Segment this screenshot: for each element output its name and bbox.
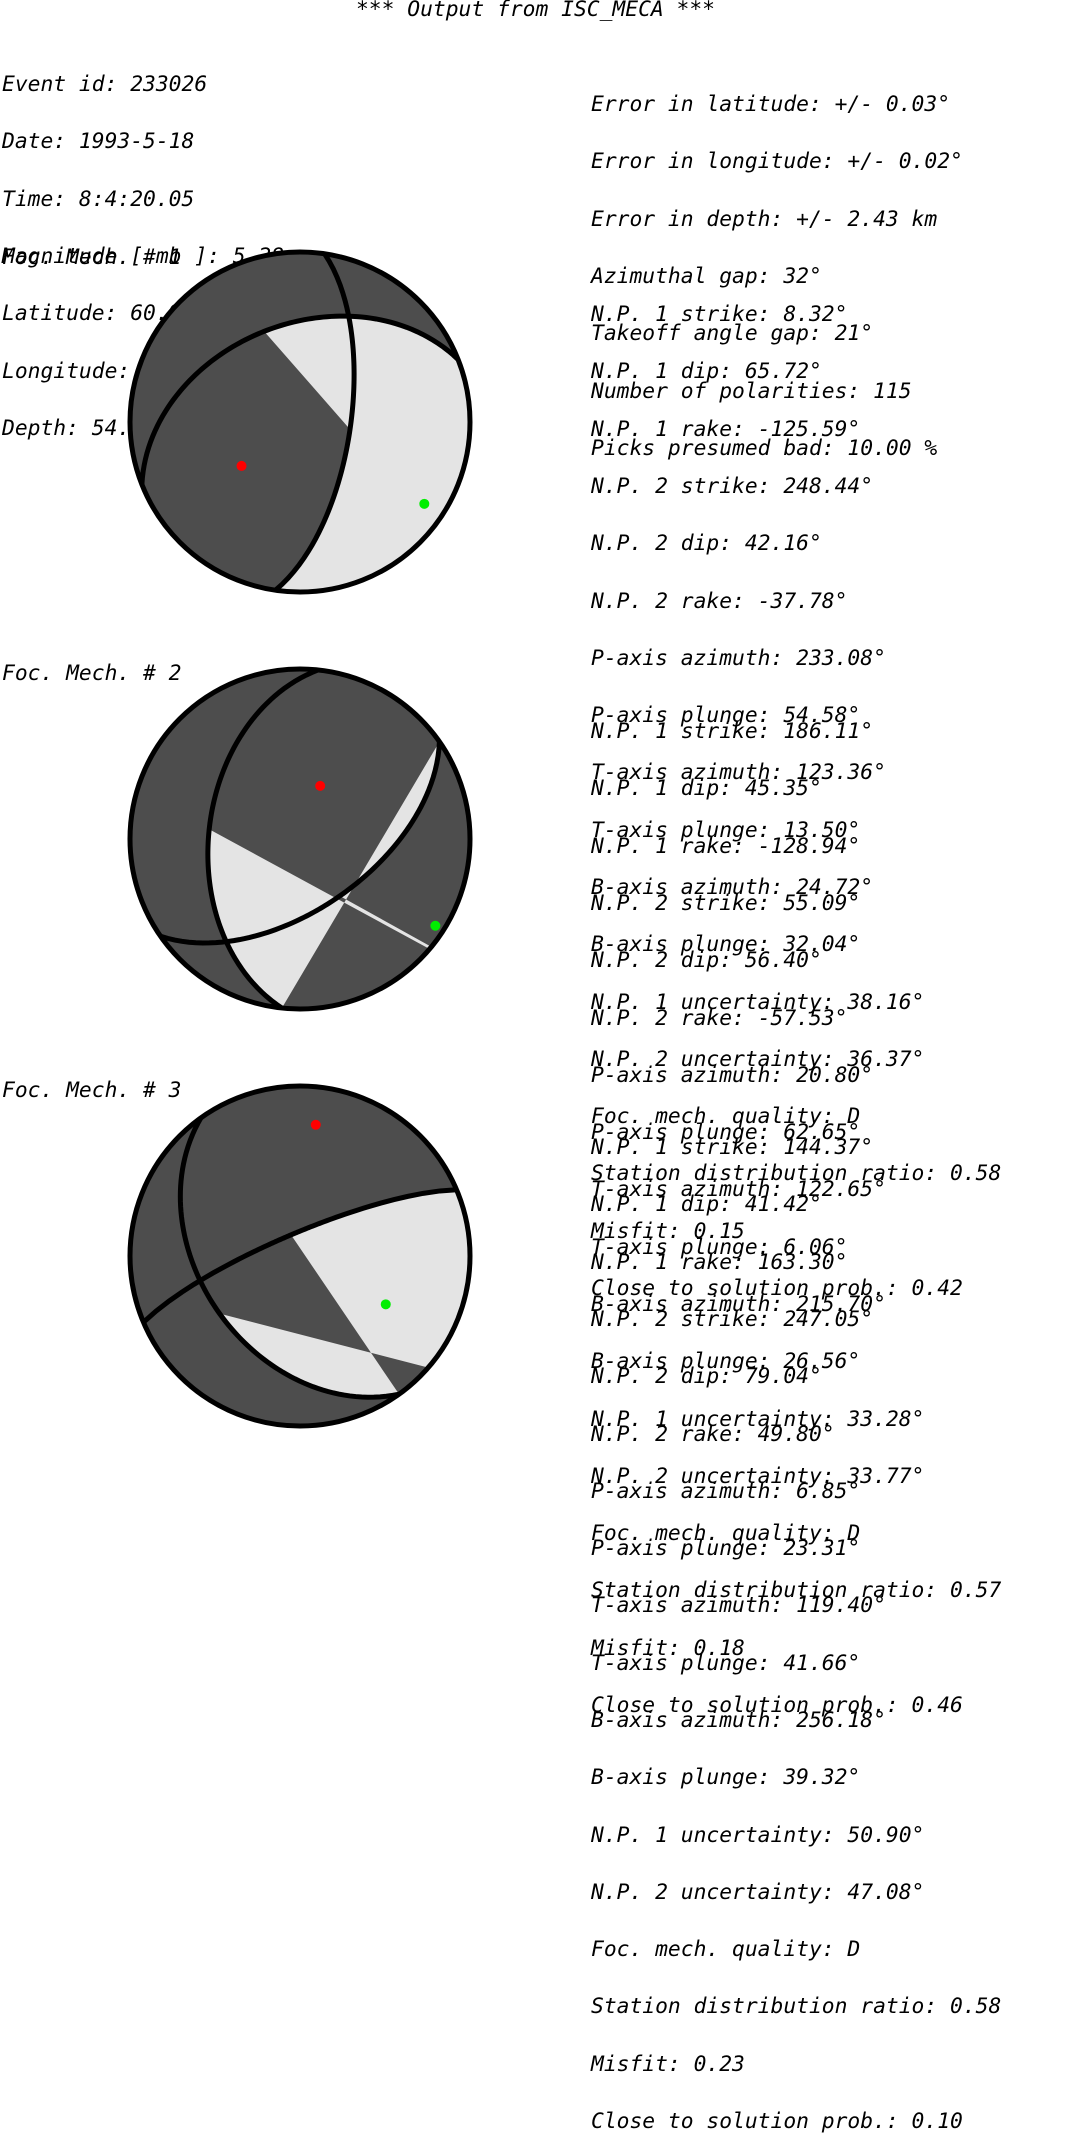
p-axis-azimuth: P-axis azimuth: 233.08° <box>591 645 886 671</box>
dilatational-field <box>219 1189 470 1401</box>
np2-uncertainty: N.P. 2 uncertainty: 47.08° <box>591 1879 925 1905</box>
event-id: Event id: 233026 <box>2 72 208 98</box>
error-depth: Error in depth: +/- 2.43 km <box>591 206 938 232</box>
event-magnitude: Magnitude [ mb ]: 5.28 <box>2 244 285 270</box>
t-axis-marker <box>380 1299 391 1310</box>
np1-strike: N.P. 1 strike: 186.11° <box>591 719 874 745</box>
error-latitude: Error in latitude: +/- 0.03° <box>591 92 951 118</box>
mech-label-3: Foc. Mech. # 3 <box>2 1078 182 1103</box>
np2-rake: N.P. 2 rake: -57.53° <box>591 1005 848 1031</box>
nodal-plane-2 <box>159 741 442 946</box>
np2-rake: N.P. 2 rake: -37.78° <box>591 588 848 614</box>
t-axis-plunge: T-axis plunge: 6.06° <box>591 1234 848 1260</box>
nodal-plane-2 <box>141 1187 457 1325</box>
np2-strike: N.P. 2 strike: 55.09° <box>591 891 861 917</box>
b-axis-plunge: B-axis plunge: 32.04° <box>591 932 861 958</box>
beachball-1 <box>127 249 473 595</box>
np1-uncertainty: N.P. 1 uncertainty: 33.28° <box>591 1406 925 1432</box>
beachball-2 <box>127 666 473 1012</box>
number-of-polarities: Number of polarities: 115 <box>591 378 912 404</box>
np2-rake: N.P. 2 rake: 49.80° <box>591 1421 835 1447</box>
station-distribution-ratio: Station distribution ratio: 0.58 <box>591 1161 1002 1187</box>
np2-strike: N.P. 2 strike: 248.44° <box>591 474 874 500</box>
t-axis-marker <box>430 920 441 931</box>
focal-sphere-outline <box>127 1083 473 1429</box>
focal-sphere-outline <box>127 249 473 595</box>
mech-label-2: Foc. Mech. # 2 <box>2 661 182 686</box>
p-axis-plunge: P-axis plunge: 23.31° <box>591 1536 861 1562</box>
mech-params-3: N.P. 1 strike: 144.37° N.P. 1 dip: 41.42… <box>591 1100 1001 2150</box>
p-axis-plunge: P-axis plunge: 62.65° <box>591 1120 861 1146</box>
beachball-3 <box>127 1083 473 1429</box>
t-axis-plunge: T-axis plunge: 41.66° <box>591 1650 861 1676</box>
np2-dip: N.P. 2 dip: 42.16° <box>591 531 822 557</box>
nodal-plane-1 <box>177 1116 400 1400</box>
picks-presumed-bad: Picks presumed bad: 10.00 % <box>591 435 938 461</box>
p-axis-marker <box>310 1119 321 1130</box>
np2-strike: N.P. 2 strike: 247.05° <box>591 1307 874 1333</box>
station-distribution-ratio: Station distribution ratio: 0.58 <box>591 1994 1002 2020</box>
p-axis-marker <box>236 460 247 471</box>
np1-uncertainty: N.P. 1 uncertainty: 38.16° <box>591 989 925 1015</box>
event-date: Date: 1993-5-18 <box>2 129 195 155</box>
p-axis-azimuth: P-axis azimuth: 20.80° <box>591 1062 874 1088</box>
dilatational-field <box>207 741 470 1009</box>
focal-sphere-outline <box>127 666 473 1012</box>
event-time: Time: 8:4:20.05 <box>2 186 195 212</box>
np1-strike: N.P. 1 strike: 144.37° <box>591 1135 874 1161</box>
b-axis-plunge: B-axis plunge: 26.56° <box>591 1349 861 1375</box>
np1-rake: N.P. 1 rake: -128.94° <box>591 833 861 859</box>
b-axis-azimuth: B-axis azimuth: 24.72° <box>591 875 874 900</box>
nodal-plane-2 <box>139 313 460 485</box>
t-axis-marker <box>419 498 430 509</box>
misfit: Misfit: 0.15 <box>591 1218 745 1244</box>
b-axis-plunge: B-axis plunge: 39.32° <box>591 1765 861 1791</box>
np1-dip: N.P. 1 dip: 45.35° <box>591 776 822 802</box>
np2-uncertainty: N.P. 2 uncertainty: 36.37° <box>591 1046 925 1072</box>
mech-params-1: N.P. 1 strike: 8.32° N.P. 1 dip: 65.72° … <box>591 267 1001 1317</box>
t-axis-azimuth: T-axis azimuth: 119.40° <box>591 1593 886 1619</box>
takeoff-angle-gap: Takeoff angle gap: 21° <box>591 321 874 347</box>
np2-dip: N.P. 2 dip: 79.04° <box>591 1364 822 1390</box>
np1-strike: N.P. 1 strike: 8.32° <box>591 302 848 328</box>
p-axis-plunge: P-axis plunge: 54.58° <box>591 703 861 729</box>
np1-dip: N.P. 1 dip: 65.72° <box>591 359 822 385</box>
mech-quality: Foc. mech. quality: D <box>591 1937 861 1963</box>
close-to-solution-prob: Close to solution prob.: 0.10 <box>591 2108 963 2134</box>
t-axis-azimuth: T-axis azimuth: 123.36° <box>591 760 886 786</box>
close-to-solution-prob: Close to solution prob.: 0.42 <box>591 1275 963 1301</box>
event-errors: Error in latitude: +/- 0.03° Error in lo… <box>591 57 963 477</box>
np1-uncertainty: N.P. 1 uncertainty: 50.90° <box>591 1822 925 1848</box>
np1-rake: N.P. 1 rake: -125.59° <box>591 416 861 442</box>
b-axis-azimuth: B-axis azimuth: 256.18° <box>591 1708 886 1733</box>
nodal-plane-1 <box>273 252 357 592</box>
t-axis-plunge: T-axis plunge: 13.50° <box>591 817 861 843</box>
page-title: *** Output from ISC_MECA *** <box>355 0 715 22</box>
p-axis-marker <box>315 780 326 791</box>
b-axis-azimuth: B-axis azimuth: 215.70° <box>591 1292 886 1317</box>
mech-label-1: Foc. Mech. # 1 <box>2 245 182 270</box>
np1-dip: N.P. 1 dip: 41.42° <box>591 1192 822 1218</box>
error-longitude: Error in longitude: +/- 0.02° <box>591 149 963 175</box>
p-axis-azimuth: P-axis azimuth: 6.85° <box>591 1478 861 1504</box>
azimuthal-gap: Azimuthal gap: 32° <box>591 264 822 290</box>
mech-quality: Foc. mech. quality: D <box>591 1104 861 1130</box>
np1-rake: N.P. 1 rake: 163.30° <box>591 1249 848 1275</box>
t-axis-azimuth: T-axis azimuth: 122.65° <box>591 1177 886 1203</box>
np2-dip: N.P. 2 dip: 56.40° <box>591 948 822 974</box>
misfit: Misfit: 0.23 <box>591 2051 745 2077</box>
